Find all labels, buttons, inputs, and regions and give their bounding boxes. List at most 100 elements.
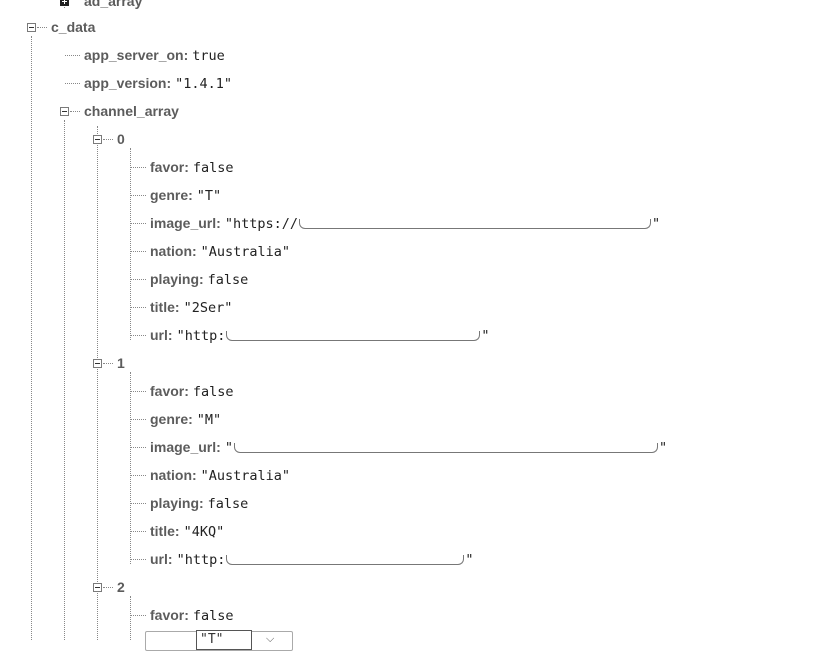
field-value[interactable]: "M" [196,412,222,428]
tree-connector [131,251,146,252]
field-image-url[interactable]: image_url:"https:// " [150,213,660,233]
field-playing[interactable]: playing:false [150,493,248,513]
field-value[interactable]: false [207,272,249,288]
field-value[interactable]: "Australia" [200,468,291,484]
field-value-suffix: " [465,552,474,568]
field-value[interactable]: false [192,384,234,400]
field-key: playing: [150,271,204,287]
tree-connector [70,111,80,112]
node-item-2[interactable]: 2 [117,577,125,597]
field-url[interactable]: url:"http: " [150,549,473,569]
field-key: title: [150,299,180,315]
field-value[interactable]: "4KQ" [183,524,225,540]
tree-connector [131,503,146,504]
redacted-text [298,219,651,230]
redacted-text [233,443,658,454]
field-value[interactable]: "Australia" [200,244,291,260]
collapse-icon[interactable] [27,23,36,32]
field-value[interactable]: false [207,496,249,512]
field-value-prefix[interactable]: "https:// [224,216,298,232]
chevron-down-icon[interactable]: ⌵ [266,633,275,645]
field-key: url: [150,327,173,343]
field-nation[interactable]: nation:"Australia" [150,465,290,485]
field-key: app_server_on: [84,47,189,63]
tree-connector [65,83,80,84]
field-value[interactable]: false [192,608,234,624]
tree-connector [131,391,146,392]
node-label: ad_array [84,0,143,9]
field-value[interactable]: false [192,160,234,176]
node-label: 0 [117,131,125,147]
tree-connector [131,167,146,168]
field-key: title: [150,523,180,539]
field-key: app_version: [84,75,172,91]
field-value-prefix[interactable]: "http: [176,328,226,344]
field-value-prefix[interactable]: " [224,440,233,456]
node-item-0[interactable]: 0 [117,129,125,149]
node-label: c_data [51,19,96,35]
node-channel-array[interactable]: channel_array [84,101,179,121]
tree-connector [65,55,80,56]
node-label: 1 [117,355,125,371]
field-app-version[interactable]: app_version:"1.4.1" [84,73,232,93]
expand-icon[interactable] [60,0,69,6]
field-key: favor: [150,159,189,175]
node-label: channel_array [84,103,179,119]
tree-connector [131,447,146,448]
tree-connector [103,139,113,140]
field-key: genre: [150,187,193,203]
node-item-1[interactable]: 1 [117,353,125,373]
field-key: genre: [150,411,193,427]
field-genre[interactable]: genre:"T" [150,185,221,205]
tree-connector [37,27,47,28]
tree-connector [131,279,146,280]
node-c-data[interactable]: c_data [51,17,95,37]
tree-guide-line [130,596,131,640]
field-value-suffix: " [658,440,668,456]
tree-guide-line [97,126,98,640]
collapse-icon[interactable] [93,135,102,144]
field-key: image_url: [150,439,221,455]
field-key: url: [150,551,173,567]
collapse-icon[interactable] [60,107,69,116]
field-key: favor: [150,383,189,399]
tree-connector [103,587,113,588]
field-key: playing: [150,495,204,511]
field-image-url[interactable]: image_url:"" [150,437,667,457]
node-label: 2 [117,579,125,595]
field-favor[interactable]: favor:false [150,605,234,625]
node-ad-array[interactable]: ad_array [84,0,142,11]
tree-connector [131,475,146,476]
field-key: image_url: [150,215,221,231]
tree-connector [131,335,146,336]
field-value[interactable]: true [192,48,225,64]
field-value[interactable]: "1.4.1" [175,76,233,92]
field-favor[interactable]: favor:false [150,157,234,177]
tree-connector [131,531,146,532]
field-value-prefix[interactable]: "http: [176,552,226,568]
tree-connector [131,223,146,224]
field-favor[interactable]: favor:false [150,381,234,401]
field-value[interactable]: "T" [196,188,222,204]
field-app-server-on[interactable]: app_server_on:true [84,45,225,65]
field-value-suffix: " [651,216,661,232]
collapse-icon[interactable] [93,359,102,368]
redacted-text [226,555,465,566]
field-value[interactable]: "2Ser" [183,300,233,316]
field-nation[interactable]: nation:"Australia" [150,241,290,261]
tree-connector [103,363,113,364]
field-genre[interactable]: genre:"M" [150,409,221,429]
tree-guide-line [130,148,131,340]
field-title[interactable]: title:"4KQ" [150,521,224,541]
field-value-suffix: " [481,328,490,344]
collapse-icon[interactable] [93,583,102,592]
field-url[interactable]: url:"http: " [150,325,489,345]
field-playing[interactable]: playing:false [150,269,248,289]
tree-connector [131,419,146,420]
field-title[interactable]: title:"2Ser" [150,297,232,317]
value-input[interactable]: "T" [196,630,252,650]
tree-connector [131,559,146,560]
tree-connector [131,307,146,308]
tree-connector [131,195,146,196]
